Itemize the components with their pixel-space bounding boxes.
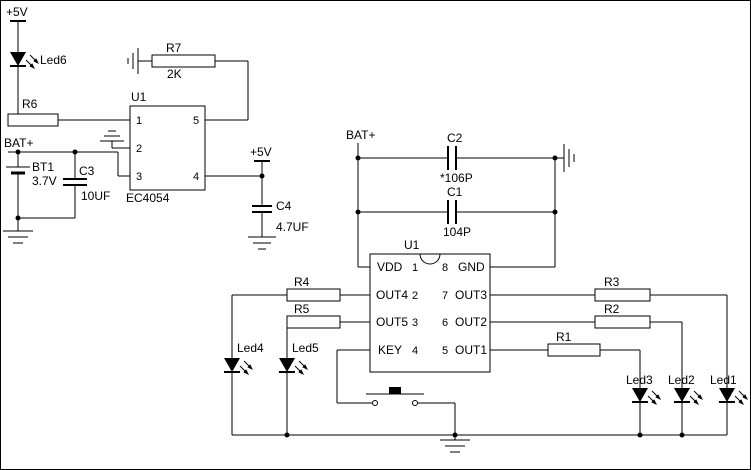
r2-label: R2 bbox=[604, 302, 620, 316]
c4-label: C4 bbox=[276, 199, 292, 213]
charger-pin3-number: 3 bbox=[136, 171, 142, 183]
c4-capacitor-symbol bbox=[248, 176, 276, 250]
pin2-ground-symbol bbox=[100, 130, 130, 149]
ic-notch bbox=[419, 253, 441, 265]
pin2-number: 2 bbox=[412, 290, 418, 302]
r1-net bbox=[490, 343, 641, 388]
r7-value: 2K bbox=[167, 67, 182, 81]
power-5v-in-symbol: +5V bbox=[6, 5, 28, 52]
led1-label: Led1 bbox=[710, 373, 737, 387]
pin-key-label: KEY bbox=[378, 343, 402, 357]
pin-out1-label: OUT1 bbox=[455, 343, 487, 357]
c3-label: C3 bbox=[79, 164, 95, 178]
led1-symbol bbox=[719, 388, 748, 435]
controller-bat-label: BAT+ bbox=[346, 128, 375, 142]
c1-capacitor-symbol bbox=[358, 200, 555, 224]
battery-ground-symbol bbox=[3, 215, 75, 244]
controller-gnd-rail bbox=[490, 155, 558, 268]
led4-symbol bbox=[224, 358, 253, 435]
r6-resistor bbox=[7, 113, 59, 127]
r4-net bbox=[231, 288, 370, 358]
led4-label: Led4 bbox=[237, 341, 264, 355]
c3-value: 10UF bbox=[81, 189, 110, 203]
led2-label: Led2 bbox=[668, 373, 695, 387]
pin-out4-label: OUT4 bbox=[376, 288, 408, 302]
c2-label: C2 bbox=[447, 131, 463, 145]
r3-label: R3 bbox=[604, 275, 620, 289]
led-controller-circuit: BAT+ C2 *106P C1 104P bbox=[224, 128, 748, 453]
pin5-number: 5 bbox=[442, 345, 448, 357]
capacitor-ground-symbol bbox=[555, 144, 575, 172]
r5-net bbox=[286, 315, 370, 358]
led2-symbol bbox=[674, 388, 703, 435]
pin-gnd-label: GND bbox=[458, 260, 485, 274]
pin3-number: 3 bbox=[412, 317, 418, 329]
wire-r7-to-pin5 bbox=[205, 60, 249, 121]
r7-resistor bbox=[151, 54, 216, 68]
c1-label: C1 bbox=[447, 185, 463, 199]
r7-label: R7 bbox=[166, 41, 182, 55]
r4-label: R4 bbox=[294, 275, 310, 289]
c4-value: 4.7UF bbox=[276, 220, 309, 234]
bt1-battery-symbol bbox=[6, 152, 30, 218]
main-ground-symbol bbox=[440, 435, 470, 453]
bt1-label: BT1 bbox=[32, 160, 54, 174]
pin6-number: 6 bbox=[442, 317, 448, 329]
led5-symbol bbox=[279, 358, 308, 435]
charger-circuit: +5V Led6 R6 U1 EC4054 1 2 3 5 4 bbox=[3, 5, 309, 250]
controller-ic-ref: U1 bbox=[404, 238, 420, 252]
r1-label: R1 bbox=[556, 330, 572, 344]
controller-ic: U1 VDD OUT4 OUT5 KEY 1 2 3 4 8 7 6 5 GND… bbox=[369, 238, 491, 373]
r7-ground-symbol bbox=[127, 48, 152, 74]
pin4-output-net bbox=[205, 160, 270, 179]
r3-net bbox=[490, 288, 728, 388]
charger-ic: U1 EC4054 1 2 3 5 4 bbox=[126, 90, 206, 205]
pin-out5-label: OUT5 bbox=[376, 315, 408, 329]
charger-pin4-number: 4 bbox=[193, 171, 199, 183]
c3-capacitor-symbol bbox=[63, 152, 87, 218]
r2-net bbox=[490, 315, 683, 388]
charger-pin5-number: 5 bbox=[193, 115, 199, 127]
power-5v-out-label: +5V bbox=[250, 145, 272, 159]
key-net bbox=[336, 349, 372, 404]
bt1-value: 3.7V bbox=[32, 174, 57, 188]
pin-out2-label: OUT2 bbox=[455, 315, 487, 329]
charger-ic-ref: U1 bbox=[131, 90, 147, 104]
charger-bat-label: BAT+ bbox=[4, 136, 33, 150]
bat-rail bbox=[8, 149, 130, 177]
c1-value: 104P bbox=[443, 225, 471, 239]
power-5v-in-label: +5V bbox=[6, 5, 28, 19]
controller-vdd-rail bbox=[355, 143, 370, 268]
led3-symbol bbox=[632, 388, 661, 435]
pin7-number: 7 bbox=[442, 290, 448, 302]
c2-capacitor-symbol bbox=[358, 146, 555, 170]
led3-label: Led3 bbox=[626, 373, 653, 387]
bottom-rail bbox=[232, 432, 727, 438]
pin8-number: 8 bbox=[442, 262, 448, 274]
pin-vdd-label: VDD bbox=[377, 260, 403, 274]
led6-symbol bbox=[10, 52, 39, 114]
key-pushbutton-symbol bbox=[366, 387, 456, 435]
pin4-number: 4 bbox=[412, 345, 418, 357]
r6-label: R6 bbox=[22, 97, 38, 111]
led6-label: Led6 bbox=[40, 53, 67, 67]
pin1-number: 1 bbox=[412, 262, 418, 274]
charger-pin2-number: 2 bbox=[136, 143, 142, 155]
r5-label: R5 bbox=[294, 302, 310, 316]
led5-label: Led5 bbox=[292, 341, 319, 355]
charger-pin1-number: 1 bbox=[136, 115, 142, 127]
c2-value: *106P bbox=[440, 171, 473, 185]
charger-ic-part: EC4054 bbox=[126, 191, 170, 205]
pin-out3-label: OUT3 bbox=[455, 288, 487, 302]
